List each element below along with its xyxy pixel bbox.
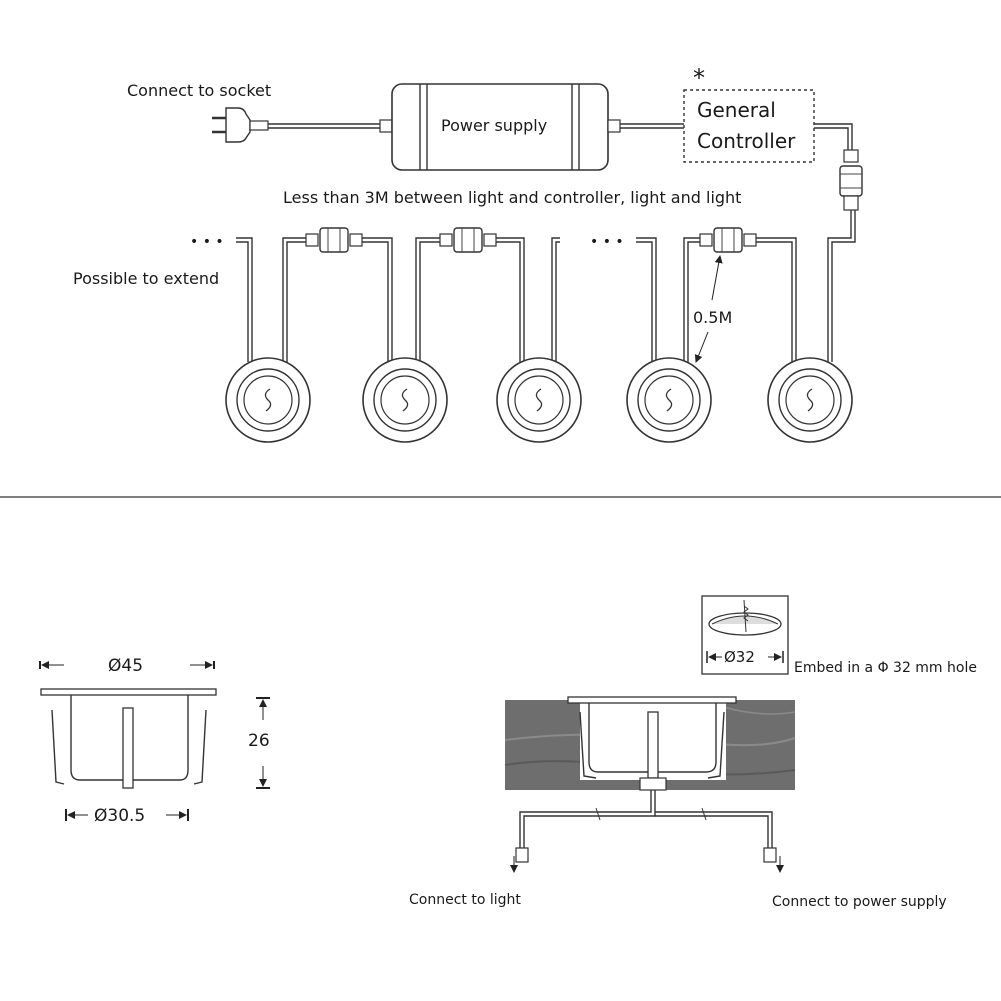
connect-to-light-label: Connect to light [409,892,521,908]
light-4 [626,357,712,443]
light-2 [362,357,448,443]
controller-label-line1: General [697,98,776,122]
light-3 [496,357,582,443]
cable-length-label: 0.5M [693,308,732,327]
hole-inset [701,595,789,675]
distance-note: Less than 3M between light and controlle… [283,188,741,207]
extend-ellipsis-middle: • • • [590,234,624,250]
top-diameter-label: Ø45 [108,656,143,676]
height-label: 26 [248,731,270,751]
embed-note: Embed in a Φ 32 mm hole [794,660,977,676]
light-side-connector [515,847,529,863]
light-5 [767,357,853,443]
extend-ellipsis-left: • • • [190,234,224,250]
power-supply-label: Power supply [441,116,547,135]
hole-diameter-label: Ø32 [724,648,755,666]
embedded-light [567,696,737,791]
controller-label-line2: Controller [697,129,796,153]
light-connector-3 [683,227,797,362]
light-1 [225,357,311,443]
connect-to-socket-label: Connect to socket [127,81,271,100]
connect-to-power-supply-label: Connect to power supply [772,894,947,910]
plug-icon [212,107,269,143]
bottom-diameter-label: Ø30.5 [94,806,145,826]
controller-asterisk: * [693,64,705,92]
possible-to-extend-label: Possible to extend [73,269,219,288]
light-connector-2 [415,227,525,362]
dimension-drawing [39,661,270,821]
power-side-connector [763,847,777,863]
light-connector-1 [282,227,393,362]
controller-connector-icon [839,149,863,211]
general-controller-box [683,89,815,163]
